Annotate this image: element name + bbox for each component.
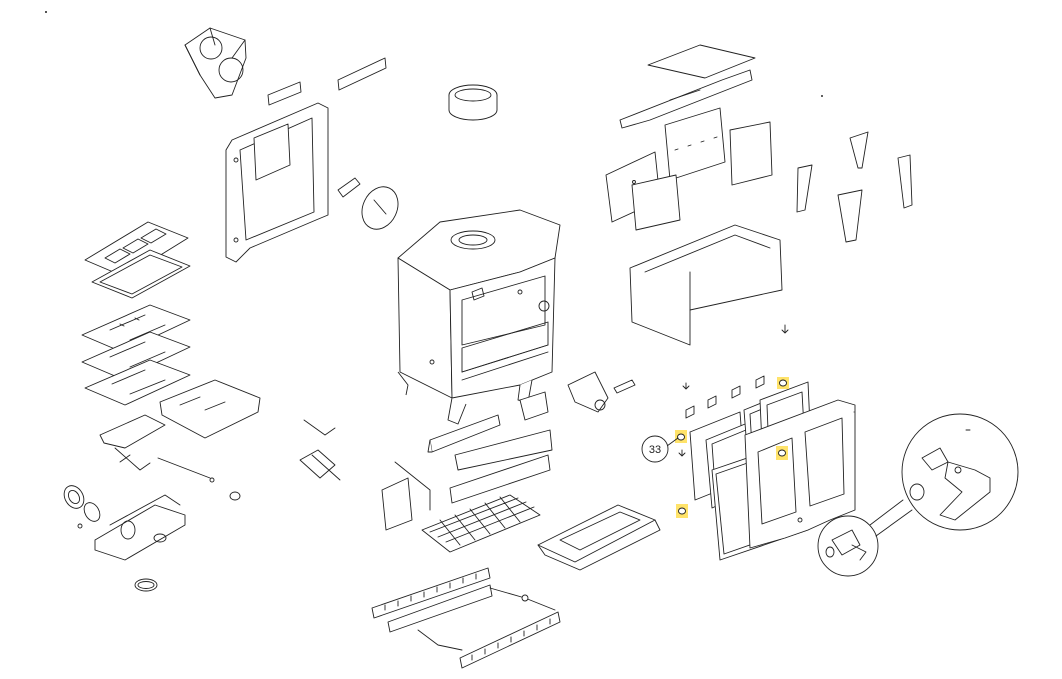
outside-air-box — [94, 494, 186, 561]
brick-support-3 — [837, 189, 863, 243]
fixing-arrows — [678, 324, 789, 457]
brick-support-2 — [849, 131, 869, 169]
throat-plate-top — [647, 44, 756, 79]
air-box-ring — [134, 578, 158, 592]
firebrick-right — [729, 121, 773, 186]
side-bracket — [381, 461, 431, 531]
small-bracket — [337, 177, 361, 198]
riddling-bar-1 — [371, 567, 491, 619]
damper-bracket — [99, 414, 166, 471]
control-bracket — [159, 379, 261, 439]
riddling-bar-3 — [459, 611, 561, 669]
callout-33-label: 33 — [649, 444, 661, 456]
brick-support-4 — [897, 154, 913, 209]
round-plate — [361, 186, 399, 230]
knob-small — [229, 491, 241, 501]
part-33-highlight-4 — [776, 446, 788, 460]
part-33-highlight-2 — [676, 504, 688, 518]
callout-33[interactable]: 33 — [641, 435, 679, 463]
stray-marks — [44, 10, 823, 97]
riddling-bar-2 — [387, 584, 493, 633]
riddling-rod-handle — [489, 587, 556, 611]
bolt — [613, 379, 636, 394]
baffle-plate-2 — [81, 331, 191, 380]
door-handle-small — [825, 529, 867, 561]
small-plate-2 — [337, 57, 387, 91]
outside-air-spigot — [63, 485, 101, 529]
control-rod — [157, 457, 215, 483]
firebrick-back — [664, 107, 726, 181]
rear-bracket-right — [567, 371, 609, 413]
handle-detail-circle — [817, 413, 1019, 577]
ash-tool — [299, 449, 341, 481]
flue-collar-box — [184, 27, 247, 99]
rear-frame-panel — [225, 102, 329, 263]
ash-pan — [537, 504, 661, 571]
front-bar-upper — [519, 391, 549, 421]
flue-collar-ring — [448, 84, 498, 121]
front-firebar — [427, 414, 501, 453]
part-33-highlight-3 — [777, 377, 789, 389]
grate — [421, 494, 541, 553]
poker-tool — [303, 419, 336, 436]
callout-33-circle — [641, 435, 669, 463]
small-plate-1 — [267, 81, 302, 106]
throat-plate-middle — [619, 69, 753, 129]
fire-retainer — [454, 429, 553, 471]
gasket-plate — [91, 249, 191, 299]
baffle-plate-1 — [81, 304, 191, 353]
glass-clips — [685, 375, 765, 419]
riddling-rod — [417, 629, 463, 651]
firebrick-front — [631, 174, 681, 231]
stove-door — [744, 399, 971, 549]
grate-support — [449, 454, 551, 504]
stove-body — [397, 209, 561, 425]
firebox-liner — [629, 224, 783, 346]
door-handle-detail — [909, 447, 991, 521]
brick-support-1 — [796, 164, 813, 213]
part-33-highlight-1 — [675, 430, 687, 443]
baffle-plate-3 — [84, 359, 191, 406]
